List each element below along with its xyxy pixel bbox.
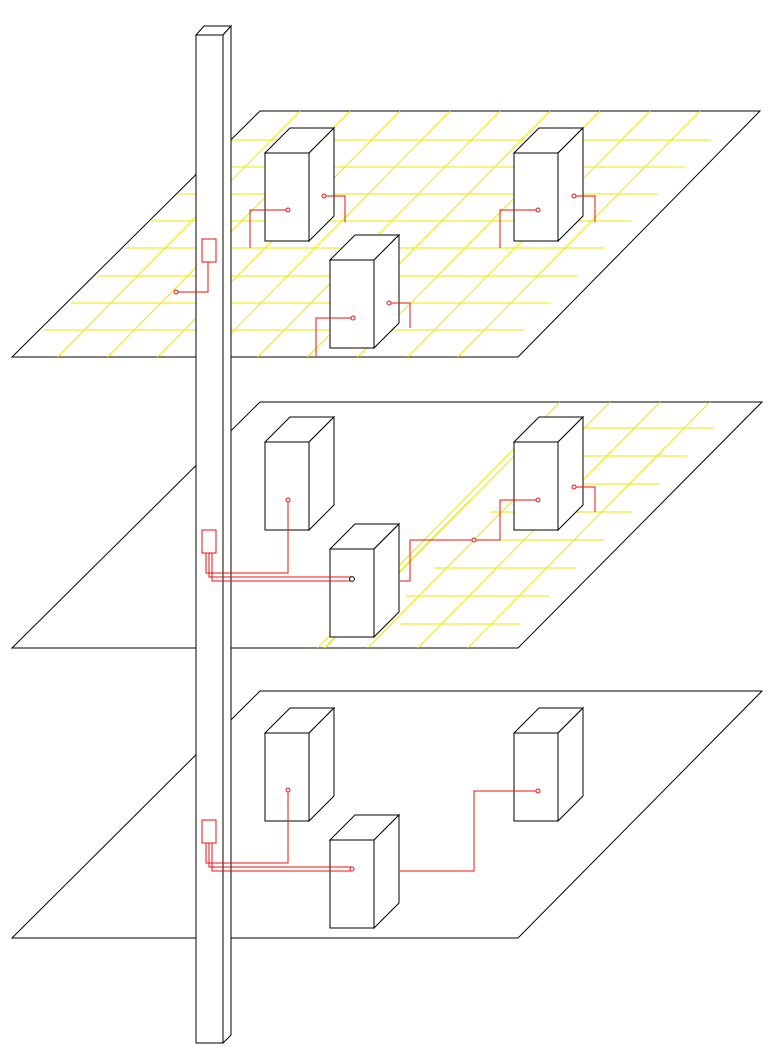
floor-3: [10, 690, 764, 939]
cabinet-front: [513, 732, 559, 822]
floor-3-riser-to-cab3-b: [211, 843, 352, 872]
cabinet-front: [329, 259, 375, 349]
cabinet-front: [513, 152, 559, 242]
floor-2-cab3-terminal: [349, 576, 355, 582]
floor-2-riser-to-cab3-a: [208, 553, 352, 578]
floor-1-cab3-feed: [315, 317, 353, 356]
floor-2-cab2-terminal: [535, 497, 541, 503]
floor-1-cab1-side: [324, 195, 346, 222]
floor-2-cab1-terminal: [285, 497, 291, 503]
floor-1-cab2-side-terminal: [571, 193, 577, 199]
floor-3-cab3-to-cab2: [400, 790, 538, 872]
floor-3-cabinet-1: [263, 706, 336, 823]
grid-diagonal-line: [257, 110, 501, 358]
cabinet-front: [513, 441, 559, 531]
cabinet-front: [264, 732, 310, 822]
floor-1-cab3-side-terminal: [386, 300, 392, 306]
floor-3-cab1-terminal: [285, 787, 291, 793]
cabinet-front: [264, 441, 310, 531]
floor-2-cab2-side-terminal: [571, 484, 577, 490]
floor-2-riser-to-cab3-b: [211, 553, 352, 582]
cabinets: [263, 126, 585, 930]
floor-2-cabinet-2: [512, 415, 585, 532]
grid-diagonal-line: [457, 110, 701, 358]
floor-1-cab1-side-terminal: [321, 193, 327, 199]
floor-1-junction-box: [201, 238, 217, 263]
cabinet-front: [264, 152, 310, 242]
floor-2-riser-to-cab1: [205, 500, 289, 574]
floor-3-riser-to-cab1: [205, 790, 289, 864]
floor-2-junction-box: [201, 529, 217, 554]
floor-2-cabinet-3: [328, 522, 401, 639]
floor-1-cabinet-3: [328, 233, 401, 350]
floor-1-cabinet-1: [263, 126, 336, 243]
floor-3-riser-to-cab3-a: [208, 843, 352, 868]
floor-1-cab3-side: [389, 302, 411, 328]
floor-3-slab: [10, 690, 764, 939]
floor-1-cab2-feed: [499, 209, 538, 248]
floor-3-junction-box: [201, 819, 217, 844]
floor-2-cabinet-1: [263, 415, 336, 532]
floor-1-slab: [10, 110, 762, 358]
floor-3-cabinet-3: [328, 813, 401, 930]
floor-1-cab1-terminal: [285, 207, 291, 213]
floor-1-cab1-feed: [249, 209, 288, 248]
floor-3-cabinet-2: [512, 706, 585, 823]
floor-1-riser-drop: [176, 262, 209, 293]
wiring: [176, 195, 596, 872]
junction-boxes: [201, 238, 217, 844]
grid-diagonal-line: [57, 110, 301, 358]
grid-diagonal-line: [467, 401, 711, 649]
grid-diagonal-line: [207, 110, 451, 358]
floor-2-cab2-side: [574, 486, 596, 512]
floor-1-cab2-terminal: [535, 207, 541, 213]
floor-1-cabinet-2: [512, 126, 585, 243]
floor-2-slab: [10, 401, 764, 649]
floor-3-cab3-terminal: [349, 866, 355, 872]
floor-1-riser-terminal: [173, 289, 179, 295]
floor-1-cab2-side: [574, 195, 596, 222]
floor-2-cab3-to-grid: [400, 539, 474, 582]
terminals: [173, 193, 577, 872]
cabinet-front: [329, 548, 375, 638]
floor-2-grid-junction: [471, 537, 477, 543]
cabinet-front: [329, 839, 375, 929]
floor-3-cab2-terminal: [535, 788, 541, 794]
floor-1-cab3-terminal: [350, 315, 356, 321]
